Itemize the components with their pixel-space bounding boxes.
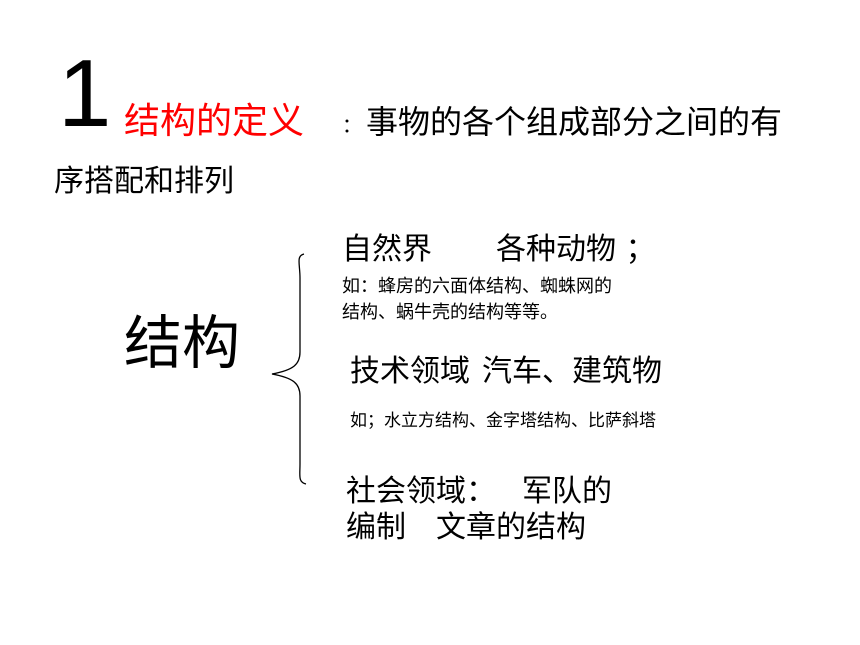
branch-nature-example-line1: 如：蜂房的六面体结构、蜘蛛网的 [342, 276, 612, 297]
definition-text-line1: 事物的各个组成部分之间的有 [366, 103, 783, 141]
branch-nature-example: 如：蜂房的六面体结构、蜘蛛网的 结构、蜗牛壳的结构等等。 [342, 274, 612, 326]
curly-brace [271, 253, 307, 485]
definition-colon: ： [342, 113, 362, 137]
branch-technology-example: 如；水立方结构、金字塔结构、比萨斜塔 [350, 411, 656, 431]
branch-society-subject-part1: 军队的 [522, 474, 612, 509]
branch-technology-subject: 汽车、建筑物 [482, 354, 662, 389]
branch-society-subject-part2: 编制 [346, 510, 406, 545]
main-term: 结构 [124, 309, 241, 377]
definition-term: 结构的定义 [124, 101, 305, 142]
branch-nature-subject: 各种动物 ； [496, 232, 656, 267]
definition-text-line2: 序搭配和排列 [54, 164, 234, 199]
branch-technology: 技术领域汽车、建筑物 [350, 352, 662, 392]
branch-society-subject-part3: 文章的结构 [436, 510, 586, 545]
section-number: 1 [58, 40, 112, 147]
branch-nature-example-line2: 结构、蜗牛壳的结构等等。 [342, 302, 558, 323]
branch-nature-title: 自然界 [342, 232, 432, 267]
branch-technology-title: 技术领域 [350, 354, 470, 389]
branch-society: 社会领域： 军队的 编制文章的结构 [346, 474, 612, 546]
branch-society-title: 社会领域： [346, 474, 496, 509]
branch-nature: 自然界 各种动物 ； [342, 230, 656, 270]
